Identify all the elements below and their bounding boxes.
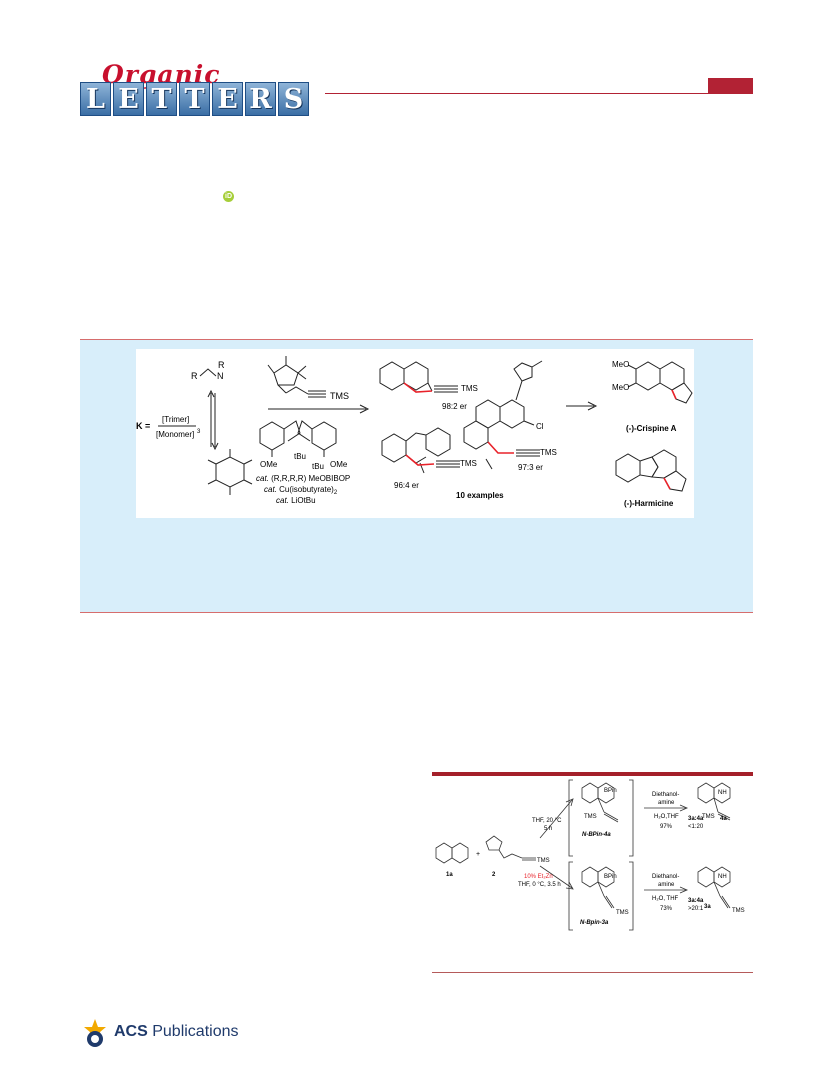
ligand-ome-1: OMe (260, 460, 278, 469)
imine-r1: R (191, 371, 198, 381)
inter-bot-tms: TMS (616, 910, 629, 916)
prod-bot-tms: TMS (732, 908, 745, 914)
workup-bot-4: 73% (660, 906, 673, 912)
workup-top-3: H₂O,THF (654, 814, 679, 820)
examples-label: 10 examples (456, 491, 504, 500)
prod-top-label: 4a (720, 816, 727, 822)
inter-bot-bpin: BPin (604, 874, 617, 880)
sm-2: 2 (492, 872, 496, 878)
monomer-label: [Monomer] (156, 430, 194, 439)
journal-logo: Organic L E T T E R S (80, 60, 325, 124)
trimer-label: [Trimer] (162, 415, 189, 424)
reaction-scheme: THF, 20 °C 5 h BPin TMS N-BPin-4a Dietha… (432, 778, 753, 968)
product2-er: 96:4 er (394, 481, 419, 490)
cond-bot-2: THF, 0 °C, 3.5 h (518, 882, 561, 888)
workup-top-4: 97% (660, 824, 673, 830)
logo-letters: L E T T E R S (80, 82, 309, 116)
acs-publications-logo[interactable]: ACS Publications (80, 1017, 240, 1049)
prod-top-nh: NH (718, 790, 727, 796)
scheme-top-rule (432, 772, 753, 776)
product1-er: 98:2 er (442, 402, 467, 411)
logo-letter: T (179, 82, 210, 116)
inter-top-tms: TMS (584, 814, 597, 820)
logo-letter: E (113, 82, 144, 116)
acs-emblem-icon (84, 1019, 106, 1047)
crispine-name: (-)-Crispine A (626, 424, 677, 433)
inter-top-bpin: BPin (604, 788, 617, 794)
ratio-top-label: 3a:4a (688, 816, 704, 822)
catalyst-base: cat. LiOtBu (276, 496, 316, 505)
logo-letter: R (245, 82, 276, 116)
inter-top-label: N-BPin-4a (582, 832, 611, 838)
toc-scheme-svg: R R N K = [Trimer] [Monomer] 3 TMS tBu t… (136, 356, 693, 508)
workup-bot-2: amine (658, 882, 675, 888)
ligand-ome-2: OMe (330, 460, 348, 469)
product1-tms: TMS (461, 384, 478, 393)
ligand-tbu-1: tBu (294, 452, 306, 461)
ratio-bot-value: >20:1 (688, 906, 704, 912)
header-rule (325, 93, 753, 94)
reaction-scheme-svg: THF, 20 °C 5 h BPin TMS N-BPin-4a Dietha… (435, 779, 745, 931)
imine-n: N (217, 371, 224, 381)
catalyst-ligand: cat. (R,R,R,R) MeOBIBOP (256, 474, 350, 483)
product3-er: 97:3 er (518, 463, 543, 472)
k-label: K = (136, 421, 150, 431)
prod-top-tms: TMS (702, 814, 715, 820)
harmicine-name: (-)-Harmicine (624, 499, 674, 508)
logo-letter: E (212, 82, 243, 116)
workup-bot-3: H₂O, THF (652, 896, 679, 902)
ratio-top-value: <1:20 (688, 824, 704, 830)
product3-cl: Cl (536, 422, 544, 431)
workup-top-1: Diethanol- (652, 792, 679, 798)
logo-letter: S (278, 82, 309, 116)
monomer-exponent: 3 (197, 429, 201, 435)
logo-letter: L (80, 82, 111, 116)
plus-sign: + (476, 851, 480, 858)
product3-tms: TMS (540, 448, 557, 457)
workup-bot-1: Diethanol- (652, 874, 679, 880)
scheme-bottom-rule (432, 972, 753, 973)
crispine-meo-2: MeO (612, 383, 629, 392)
cond-top-2: 5 h (544, 826, 552, 832)
crispine-meo-1: MeO (612, 360, 629, 369)
logo-letter: T (146, 82, 177, 116)
toc-graphic: R R N K = [Trimer] [Monomer] 3 TMS tBu t… (136, 349, 694, 518)
header-tab (708, 78, 753, 93)
imine-r2: R (218, 360, 225, 370)
acs-wordmark: ACS Publications (114, 1023, 239, 1040)
catalyst-copper: cat. Cu(isobutyrate)2 (264, 485, 338, 496)
ligand-tbu-2: tBu (312, 462, 324, 471)
prod-bot-label: 3a (704, 904, 711, 910)
product2-tms: TMS (460, 459, 477, 468)
cond-top-1: THF, 20 °C (532, 818, 562, 824)
inter-bot-label: N-Bpin-3a (580, 920, 609, 926)
cond-bot-1: 10% Et₂Zn (524, 874, 553, 880)
sm-tms: TMS (537, 858, 550, 864)
prod-bot-nh: NH (718, 874, 727, 880)
workup-top-2: amine (658, 800, 675, 806)
reagent-tms: TMS (330, 391, 349, 401)
orcid-icon[interactable]: iD (223, 191, 234, 202)
ratio-bot-label: 3a:4a (688, 898, 704, 904)
sm-1a: 1a (446, 872, 453, 878)
